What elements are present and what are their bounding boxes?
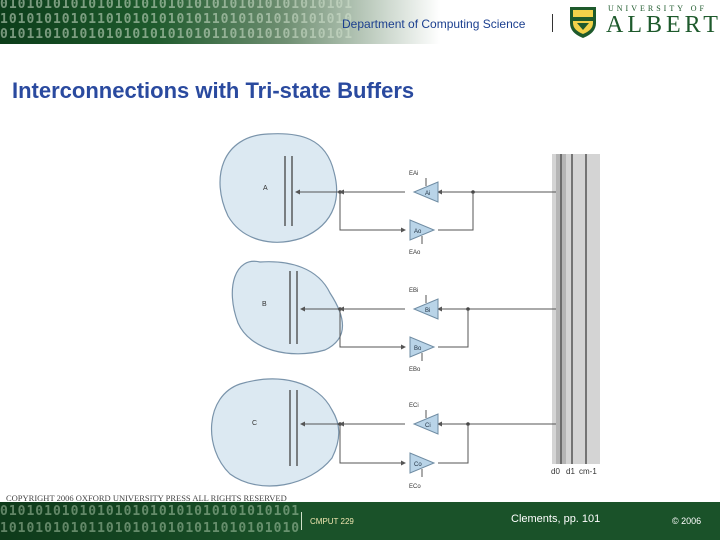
binary-row: 1010101010110101010101011010101010101010 (0, 12, 354, 27)
bus-label-d1: d1 (566, 467, 575, 476)
buffer-in-c (412, 413, 439, 435)
enable-label-eci: ECi (409, 403, 419, 409)
university-name: ALBERTA (606, 12, 720, 38)
enable-label-ebo: EBo (409, 367, 421, 373)
module-blob-c (211, 378, 340, 487)
buffer-in-a (412, 181, 439, 203)
module-label-a: A (263, 185, 268, 192)
buffer-in-b (412, 298, 439, 320)
binary-row: 0101010101010101010101010101010101 (0, 504, 301, 519)
copyright-notice: COPYRIGHT 2006 OXFORD UNIVERSITY PRESS A… (6, 493, 287, 503)
module-blob-a (219, 133, 338, 243)
buffer-label-ai: Ai (425, 191, 430, 197)
module-a: A Ai Ao EAi EAo (219, 133, 556, 256)
module-c: C Ci Co ECi ECo (211, 378, 556, 490)
tristate-bus-diagram: d0 d1 cm-1 A Ai Ao EAi EAo B (211, 133, 600, 490)
binary-row: 0101010101010101010101010101010101010101 (0, 0, 354, 12)
enable-label-ebi: EBi (409, 288, 418, 294)
footer-copyright: © 2006 (672, 516, 702, 526)
buffer-label-bi: Bi (425, 308, 430, 314)
university-line: UNIVERSITY OF (608, 4, 707, 13)
slide-title: Interconnections with Tri-state Buffers (12, 78, 415, 103)
buffer-out-b (409, 336, 436, 358)
department-name: Department of Computing Science (342, 17, 526, 31)
enable-label-eai: EAi (409, 171, 418, 177)
bus-label-d0: d0 (551, 467, 560, 476)
module-blob-b (231, 260, 343, 355)
university-crest-icon (570, 7, 596, 38)
data-bus: d0 d1 cm-1 (551, 154, 600, 476)
buffer-label-ci: Ci (425, 423, 431, 429)
buffer-label-co: Co (414, 462, 422, 468)
buffer-out-c (409, 452, 436, 474)
enable-label-eao: EAo (409, 250, 421, 256)
divider (552, 14, 553, 32)
page-reference: Clements, pp. 101 (511, 513, 601, 525)
buffer-out-a (409, 219, 436, 241)
header-banner: 0101010101010101010101010101010101010101… (0, 0, 720, 44)
buffer-label-bo: Bo (414, 346, 422, 352)
module-b: B Bi Bo EBi EBo (231, 260, 556, 373)
divider (301, 512, 302, 530)
binary-pattern: 0101010101010101010101010101010101 10101… (0, 502, 300, 540)
buffer-label-ao: Ao (414, 229, 422, 235)
module-label-c: C (252, 420, 257, 427)
module-label-b: B (262, 301, 267, 308)
binary-row: 1010101010110101010101011010101010 (0, 521, 301, 536)
enable-label-eco: ECo (409, 484, 421, 490)
footer-banner: 0101010101010101010101010101010101 10101… (0, 502, 720, 540)
binary-pattern: 0101010101010101010101010101010101010101… (0, 0, 440, 44)
binary-row: 0101101010101010101010101101010101010101 (0, 27, 354, 42)
bus-label-cm: cm-1 (579, 467, 597, 476)
course-code: CMPUT 229 (310, 517, 354, 526)
